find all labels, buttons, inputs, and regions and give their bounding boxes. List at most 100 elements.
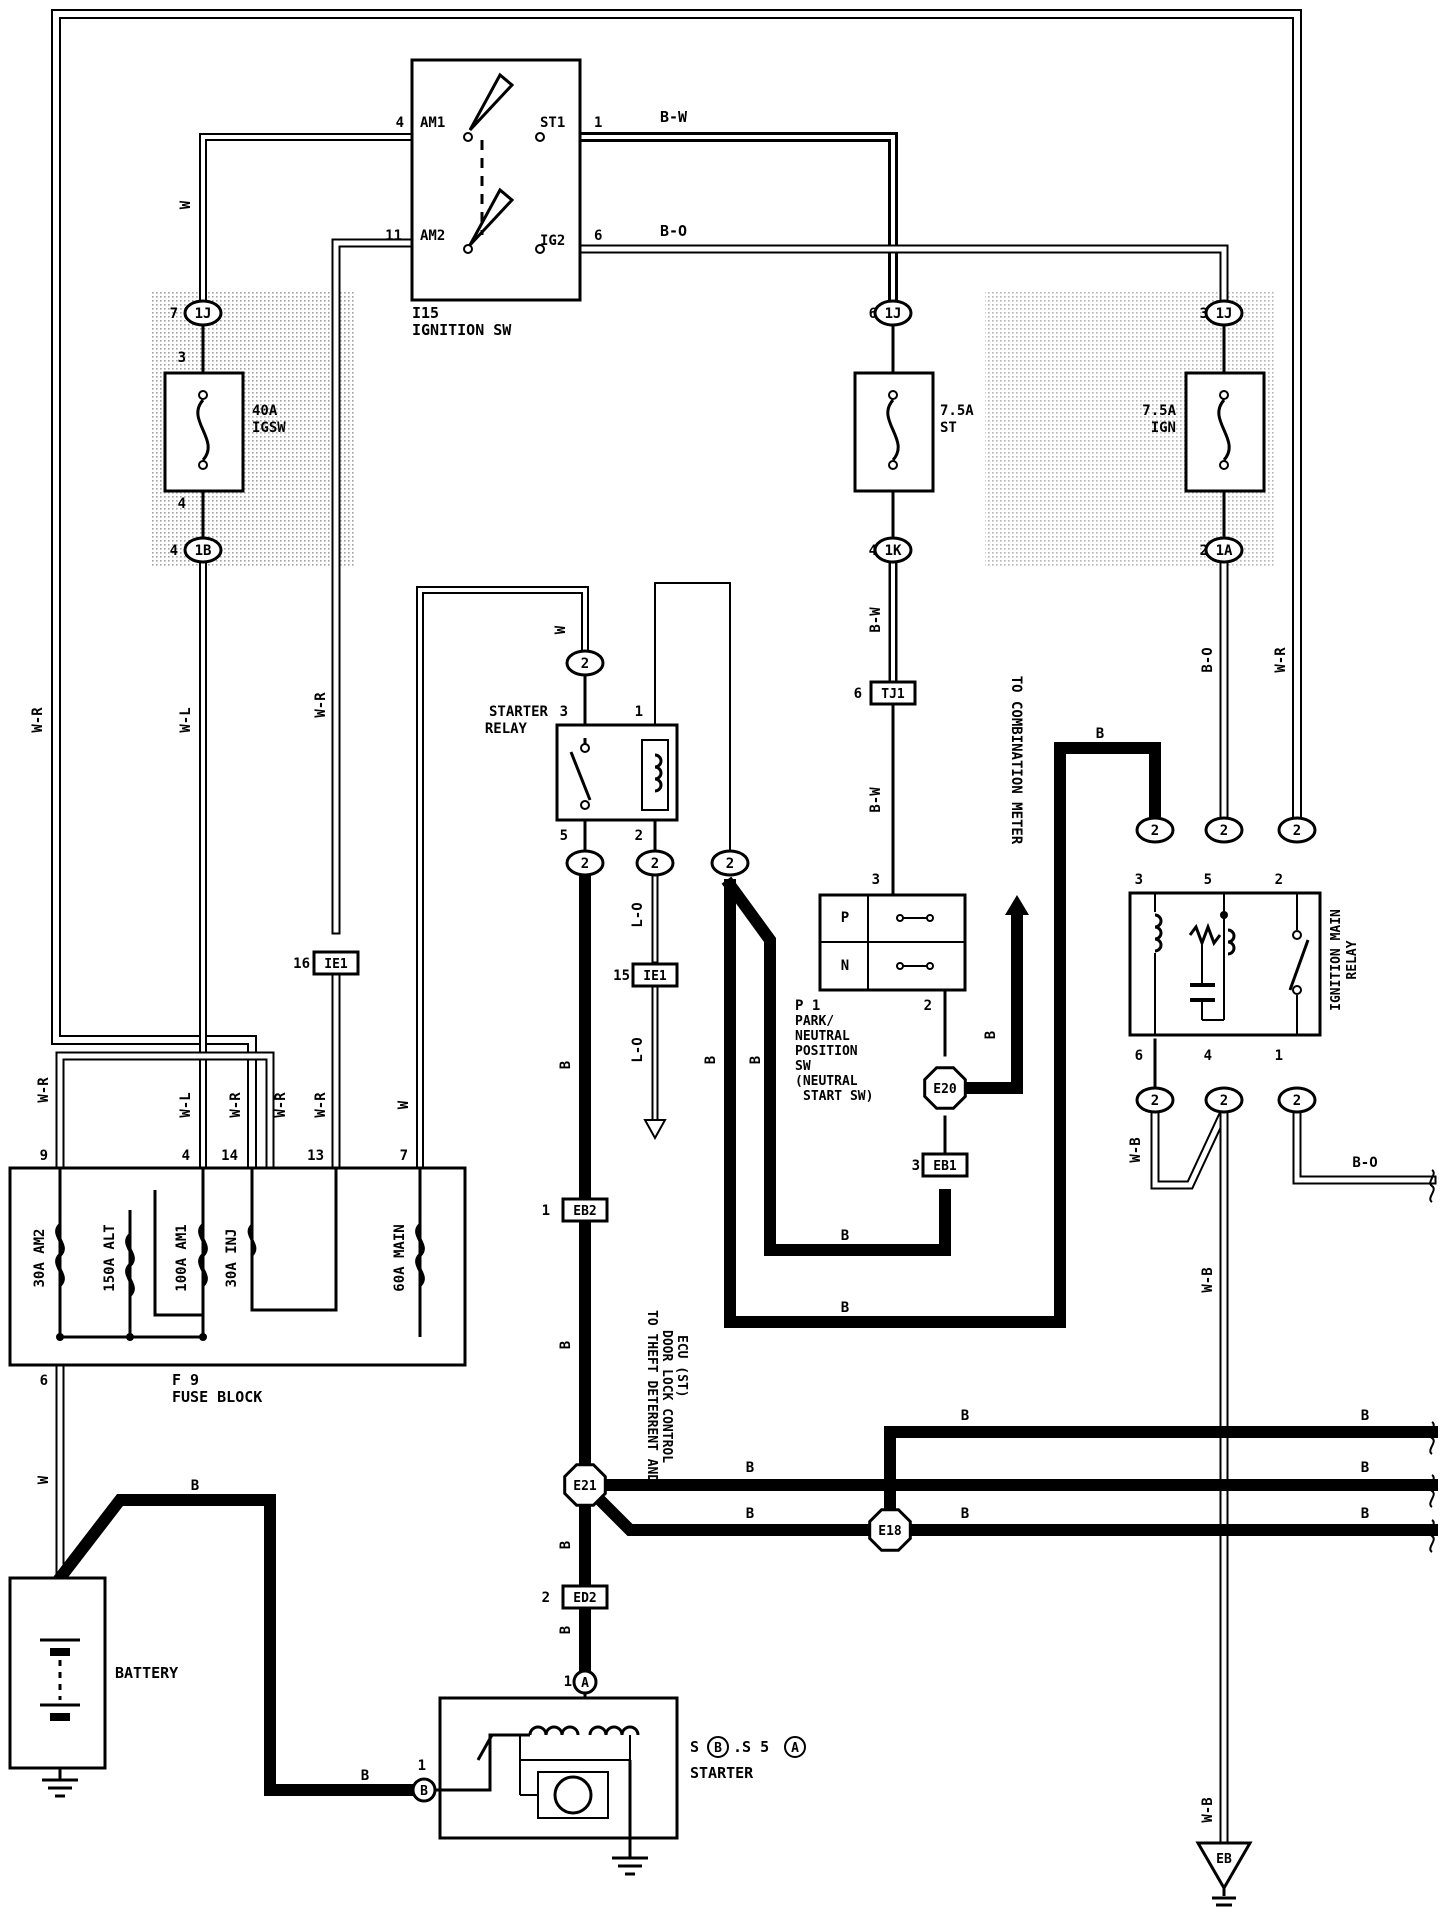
connector-terminal: A — [572, 1669, 598, 1695]
connector-label: 2 — [726, 856, 734, 872]
diagram-label: 2 — [1200, 543, 1208, 559]
connector-label: 2 — [1151, 1093, 1159, 1109]
diagram-label: W — [36, 1475, 52, 1484]
diagram-label: 7.5A — [940, 403, 974, 419]
diagram-label: B — [841, 1300, 849, 1316]
diagram-label: 3 — [872, 872, 880, 888]
diagram-label: IGNITION SW — [412, 321, 512, 339]
diagram-label: B — [748, 1056, 764, 1064]
ignition-main-relay — [1128, 891, 1322, 1037]
diagram-label: 1 — [542, 1203, 550, 1219]
starter-variant-mark: A — [784, 1736, 806, 1758]
connector-label: 1J — [195, 306, 212, 322]
connector-label: 2 — [581, 656, 589, 672]
connector-pin: 1J — [1204, 299, 1244, 327]
diagram-label: W — [396, 1100, 412, 1109]
diagram-label: W-B — [1200, 1267, 1216, 1292]
diagram-label: 6 — [594, 228, 602, 244]
starter-relay — [555, 723, 679, 822]
ground-starter — [612, 1856, 648, 1876]
diagram-label: B — [361, 1768, 369, 1784]
splice-point: E21 — [563, 1463, 607, 1507]
connector-label: ED2 — [573, 1591, 596, 1606]
diagram-label: W-R — [30, 707, 46, 733]
diagram-label: POSITION — [795, 1044, 858, 1059]
connector-label: 1K — [885, 543, 902, 559]
connector-pin: 2 — [1204, 1086, 1244, 1114]
connector-label: EB2 — [573, 1204, 596, 1219]
diagram-label: B-O — [660, 222, 687, 240]
diagram-label: 4 — [1204, 1048, 1212, 1064]
wire-w-r-outer — [51, 9, 1302, 1173]
diagram-label: 3 — [1200, 306, 1208, 322]
diagram-label: B — [191, 1478, 199, 1494]
diagram-label: AM2 — [420, 228, 445, 244]
diagram-label: 6 — [1135, 1048, 1143, 1064]
wire-b-comb-meter — [964, 909, 1023, 1094]
diagram-label: SW — [795, 1059, 811, 1074]
diagram-label: 11 — [385, 228, 402, 244]
diagram-label: B-W — [660, 108, 688, 126]
connector-label: A — [581, 1676, 589, 1691]
connector-terminal: B — [411, 1777, 437, 1803]
diagram-label: W-R — [313, 692, 329, 718]
diagram-label: B-W — [868, 787, 884, 813]
connector-label: IE1 — [643, 969, 667, 984]
connector-pin: 1J — [183, 299, 223, 327]
diagram-label: 30A AM2 — [32, 1228, 48, 1287]
diagram-label: (NEUTRAL — [795, 1074, 858, 1089]
diagram-label: 15 — [613, 968, 630, 984]
connector-pin: 2 — [1204, 816, 1244, 844]
connector-block: ED2 — [561, 1584, 609, 1610]
svg-text:B: B — [714, 1741, 722, 1756]
diagram-label: IGN — [1151, 420, 1176, 436]
connector-pin: 2 — [635, 849, 675, 877]
diagram-label: 6 — [869, 306, 877, 322]
diagram-label: 4 — [182, 1148, 190, 1164]
connector-block: IE1 — [631, 962, 679, 988]
connector-label: EB1 — [933, 1159, 957, 1174]
diagram-label: ST1 — [540, 115, 565, 131]
connector-label: 1J — [1216, 306, 1233, 322]
diagram-label: 30A INJ — [224, 1228, 240, 1287]
connector-label: 1A — [1216, 543, 1233, 559]
connector-block: IE1 — [312, 950, 360, 976]
diagram-label: 16 — [293, 956, 310, 972]
ignition-switch — [410, 58, 582, 302]
diagram-label: RELAY — [1345, 940, 1360, 979]
wire-w-r-am2 — [331, 238, 417, 1173]
ground-eb — [1195, 1841, 1253, 1907]
diagram-label: 40A — [252, 403, 278, 419]
diagram-label: W-R — [273, 1092, 289, 1118]
ground-battery — [42, 1778, 78, 1798]
diagram-label: AM1 — [420, 115, 445, 131]
diagram-label: 2 — [635, 828, 643, 844]
wire-break-marks — [1429, 1169, 1435, 1553]
diagram-label: 2 — [1275, 872, 1283, 888]
diagram-label: 4 — [396, 115, 404, 131]
diagram-label: DOOR LOCK CONTROL — [659, 1330, 674, 1463]
diagram-label: 3 — [912, 1158, 920, 1174]
diagram-label: IG2 — [540, 233, 565, 249]
diagram-label: 14 — [221, 1148, 238, 1164]
diagram-label: W — [553, 625, 569, 634]
diagram-label: L-O — [630, 1037, 646, 1062]
diagram-label: W-L — [178, 707, 194, 732]
diagram-label: PARK/ — [795, 1014, 834, 1029]
connector-pin: 2 — [1135, 816, 1175, 844]
connector-label: 2 — [1293, 823, 1301, 839]
diagram-label: 3 — [178, 350, 186, 366]
wire-b-bus-top — [884, 1426, 1438, 1516]
splice-label: E21 — [573, 1479, 597, 1494]
diagram-label: IGSW — [252, 420, 286, 436]
connector-pin: 1K — [873, 536, 913, 564]
diagram-label: TO THEFT DETERRENT AND — [644, 1310, 659, 1482]
wire-b-bus-bot — [591, 1491, 1438, 1536]
diagram-label: 5 — [560, 828, 568, 844]
diagram-label: B — [961, 1408, 969, 1424]
connector-block: EB1 — [921, 1152, 969, 1178]
diagram-label: 60A MAIN — [392, 1224, 408, 1291]
connector-label: 1J — [885, 306, 902, 322]
diagram-label: FUSE BLOCK — [172, 1388, 262, 1406]
diagram-label: 1 — [418, 1758, 426, 1774]
